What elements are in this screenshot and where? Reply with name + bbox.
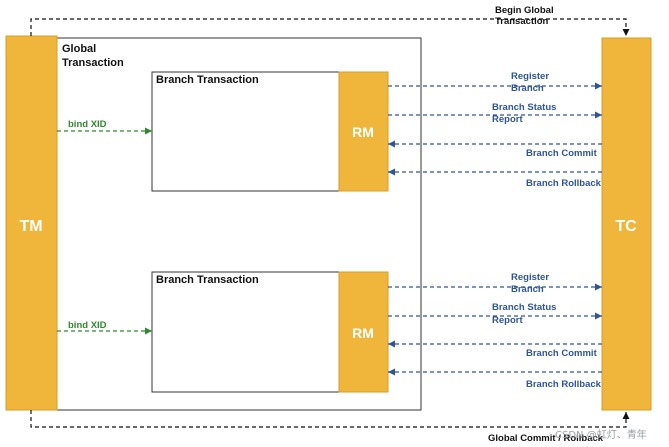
register-branch-label-line1: Register [511,272,549,283]
register-branch-label-line2: Branch [511,284,544,295]
register-branch-label-line1: Register [511,71,549,82]
tc-bar [601,37,652,411]
rm-block [338,71,389,192]
branch-2: Branch Transaction RM bind XID Register … [57,271,602,393]
branch-commit-label: Branch Commit [526,148,598,159]
branch-status-label-line2: Report [492,315,523,326]
branch-transaction-title: Branch Transaction [156,74,259,86]
register-branch-label-line2: Branch [511,83,544,94]
global-commit-label: Global Commit / Rollback [488,433,604,444]
branch-status-label-line1: Branch Status [492,102,556,113]
begin-global-label-line2: Transaction [495,16,549,27]
branch-commit-label: Branch Commit [526,348,598,359]
branch-1: Branch Transaction RM bind XID Register … [57,71,602,192]
rm-label: RM [352,124,374,140]
bind-xid-label: bind XID [68,320,107,331]
branch-rollback-label: Branch Rollback [526,379,602,390]
branch-status-label-line1: Branch Status [492,302,556,313]
watermark: CSDN @虹灯、青年 [555,428,647,441]
rm-block [338,271,389,393]
begin-global-arrow [30,18,630,36]
global-transaction-label-line2: Transaction [62,57,124,69]
global-commit-arrow [30,410,630,428]
branch-rollback-label: Branch Rollback [526,178,602,189]
branch-transaction-box [151,271,340,393]
rm-label: RM [352,325,374,341]
branch-transaction-box [151,71,340,192]
tm-label: TM [19,218,42,235]
begin-global-label-line1: Begin Global [495,5,554,16]
branch-status-label-line2: Report [492,114,523,125]
global-transaction-label-line1: Global [62,43,96,55]
tc-label: TC [615,218,637,235]
branch-transaction-title: Branch Transaction [156,274,259,286]
tm-bar [5,35,58,411]
bind-xid-label: bind XID [68,119,107,130]
